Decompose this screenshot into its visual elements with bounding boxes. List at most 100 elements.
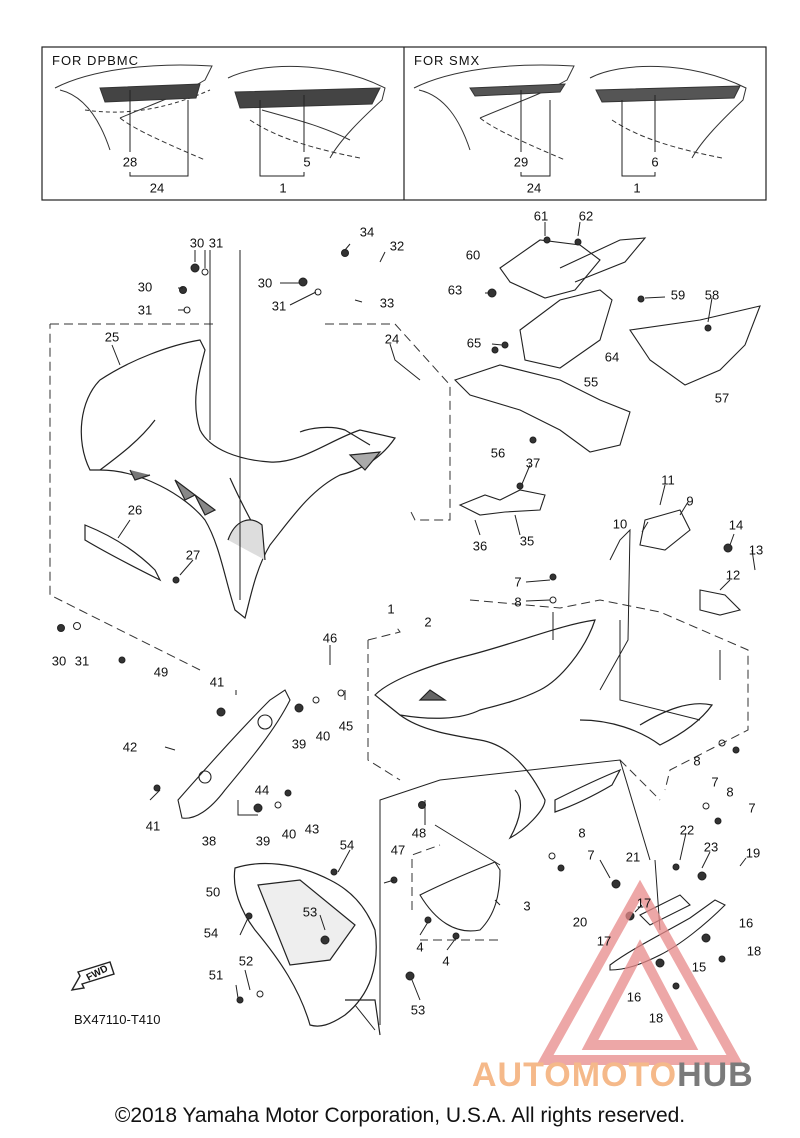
callout: 42 [122,739,138,755]
callout: 41 [209,674,225,690]
callout: 2 [424,614,432,630]
watermark-triangles [536,879,744,1065]
callout: 30 [51,653,67,669]
callout: 43 [304,821,320,837]
callout: 30 [137,279,153,295]
callout: 34 [359,224,375,240]
callout: 52 [238,953,254,969]
inset-callout: 1 [633,180,641,196]
callout: 54 [203,925,219,941]
callout: 51 [208,967,224,983]
callout: 27 [185,547,201,563]
callout: 49 [153,664,169,680]
callout: 36 [472,538,488,554]
callout: 39 [255,833,271,849]
callout: 3 [523,898,531,914]
callout: 31 [271,298,287,314]
callout: 38 [201,833,217,849]
callout: 56 [490,445,506,461]
diagram-code: BX47110-T410 [74,1012,161,1027]
callout: 47 [390,842,406,858]
inset-frame [41,46,767,201]
callout: 54 [339,837,355,853]
callout: 25 [104,329,120,345]
inset-callout: 29 [513,154,529,170]
watermark-logo: AUTOMOTOHUB [472,1056,754,1095]
callout: 8 [693,753,701,769]
callout: 57 [714,390,730,406]
callout: 17 [596,933,612,949]
inset-leaders [129,90,656,177]
callout: 8 [578,825,586,841]
watermark-text-part2: HUB [677,1056,754,1094]
callout: 10 [612,516,628,532]
inset-callout: 1 [279,180,287,196]
inset-callout: 6 [651,154,659,170]
callout: 9 [686,493,694,509]
callout: 8 [514,594,522,610]
callout: 7 [748,800,756,816]
callout: 58 [704,287,720,303]
inset-callout: 5 [303,154,311,170]
small-panel [419,861,501,932]
brackets-upper-right [453,237,761,616]
callout: 14 [728,517,744,533]
callout: 7 [711,774,719,790]
callout: 13 [748,542,764,558]
callout: 61 [533,208,549,224]
callout: 30 [189,235,205,251]
callout: 31 [137,302,153,318]
callout: 33 [379,295,395,311]
callout: 8 [726,784,734,800]
callout: 26 [127,502,143,518]
upper-cowling-left [80,339,396,620]
callout: 65 [466,335,482,351]
side-cowling-right [374,619,714,840]
callout: 32 [389,238,405,254]
callout: 12 [725,567,741,583]
callout: 16 [738,915,754,931]
callout: 41 [145,818,161,834]
inset-title-dpbmc: FOR DPBMC [52,53,139,68]
callout: 59 [670,287,686,303]
callout: 53 [302,904,318,920]
callout: 18 [648,1010,664,1026]
inset-callout: 24 [526,180,542,196]
callout: 40 [281,826,297,842]
inset-title-smx: FOR SMX [414,53,481,68]
callout: 37 [525,455,541,471]
inset-callout: 24 [149,180,165,196]
callout: 21 [625,849,641,865]
callout: 11 [661,472,675,488]
callout: 63 [447,282,463,298]
callout: 1 [387,601,395,617]
leader-lines [111,221,756,1031]
callout: 20 [572,914,588,930]
callout: 15 [691,959,707,975]
callout: 22 [679,822,695,838]
inset-fairing-sketches [54,64,747,161]
callout: 23 [703,839,719,855]
callout: 44 [254,782,270,798]
callout: 4 [416,939,424,955]
callout: 30 [257,275,273,291]
callout: 45 [338,718,354,734]
callout: 4 [442,953,450,969]
callout: 31 [208,235,224,251]
callout: 55 [583,374,599,390]
callout: 40 [315,728,331,744]
callout: 31 [74,653,90,669]
callout: 50 [205,884,221,900]
callout: 19 [745,845,761,861]
callout: 16 [626,989,642,1005]
forward-arrow-icon [70,961,115,991]
callout: 17 [636,895,652,911]
callout: 7 [514,574,522,590]
callout: 7 [587,847,595,863]
callout: 39 [291,736,307,752]
watermark-text-part1: AUTOMOTO [472,1056,678,1094]
callout: 24 [384,331,400,347]
callout: 60 [465,247,481,263]
callout: 62 [578,208,594,224]
